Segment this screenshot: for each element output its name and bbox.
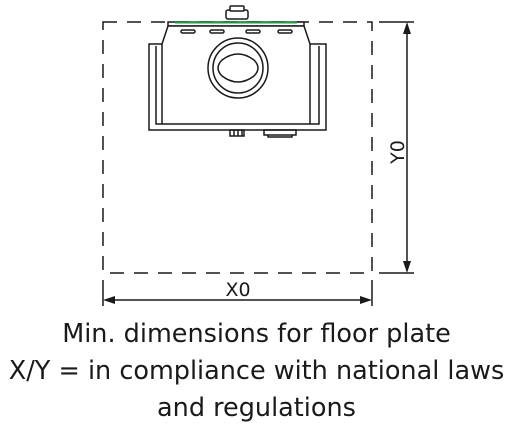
y-arrow-bottom: [403, 261, 411, 273]
device-slot: [180, 29, 196, 34]
y-dimension: [379, 21, 414, 274]
device-slot: [245, 29, 261, 34]
device-bottom-connector: [229, 129, 245, 137]
device-bottom-handle: [263, 129, 297, 136]
device-body: [148, 25, 327, 131]
x-dimension-label: X0: [225, 279, 250, 301]
device-slot: [277, 29, 293, 34]
y-arrow-top: [403, 22, 411, 34]
device-top-view: [148, 5, 327, 138]
caption-line-1: Min. dimensions for floor plate: [62, 319, 451, 349]
x-dimension: [102, 280, 373, 306]
x-arrow-left: [103, 296, 115, 304]
device-slot: [209, 29, 225, 34]
floor-plate-boundary: [102, 21, 373, 274]
caption-line-2: X/Y = in compliance with national laws: [8, 356, 505, 386]
device-center-dial: [207, 37, 269, 99]
caption-line-3: and regulations: [157, 393, 356, 423]
y-dimension-label: Y0: [387, 140, 409, 165]
x-arrow-right: [360, 296, 372, 304]
